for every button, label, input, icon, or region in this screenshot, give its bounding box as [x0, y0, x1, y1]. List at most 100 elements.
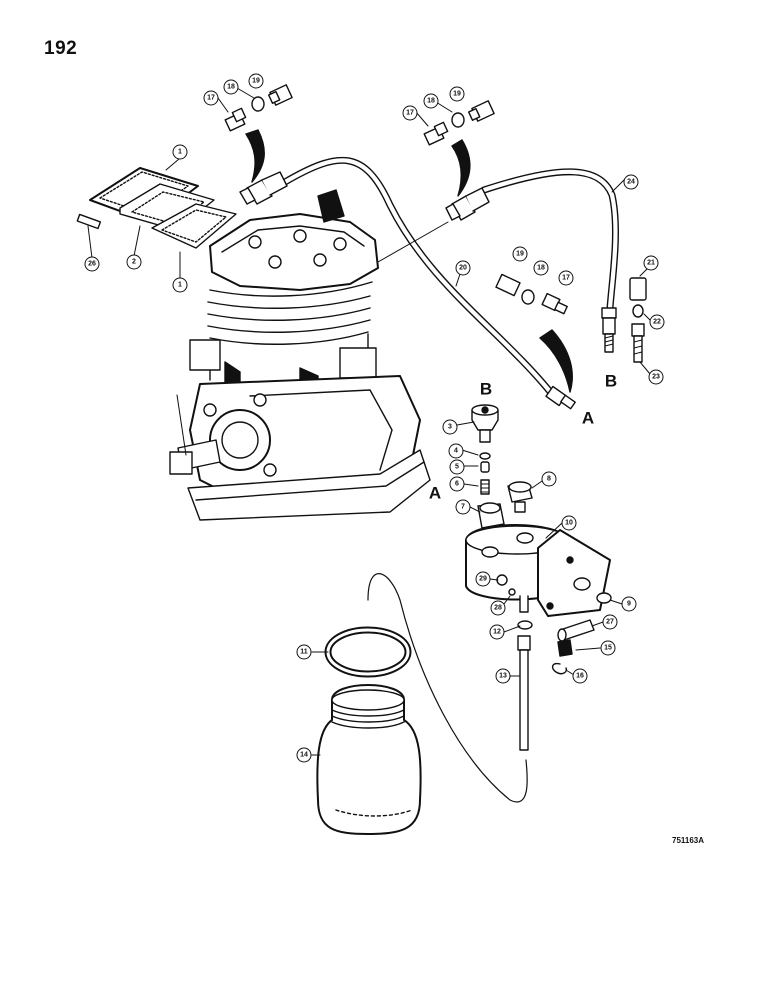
- leader-lines: [87, 87, 651, 756]
- callout-18: 18: [533, 260, 549, 276]
- plug-8: [507, 481, 533, 513]
- callout-28: 28: [490, 600, 506, 616]
- callout-26: 26: [84, 256, 100, 272]
- callout-4: 4: [448, 443, 464, 459]
- arrow-mark: [539, 329, 573, 393]
- callout-17: 17: [203, 90, 219, 106]
- letter-a-tube: A: [582, 409, 594, 428]
- head-cover-assembly: [76, 167, 237, 249]
- callout-21: 21: [643, 255, 659, 271]
- callouts: 1 1 2 26 17 18 19 17 18 19 24 20 19 18 1…: [84, 73, 665, 763]
- callout-27: 27: [602, 614, 618, 630]
- svg-text:19: 19: [252, 78, 260, 85]
- arrow-mark: [451, 139, 471, 197]
- callout-13: 13: [495, 668, 511, 684]
- phantom-line: [367, 573, 528, 803]
- gasket-9: [596, 592, 612, 604]
- nut-15: [557, 639, 573, 657]
- callout-20: 20: [455, 260, 471, 276]
- letter-b-governor: B: [480, 380, 492, 399]
- callout-14: 14: [296, 747, 312, 763]
- svg-text:17: 17: [562, 275, 570, 282]
- callout-1: 1: [172, 144, 188, 160]
- fitting-a-end: [545, 385, 576, 410]
- svg-text:5: 5: [455, 464, 459, 471]
- svg-text:4: 4: [454, 448, 458, 455]
- svg-text:13: 13: [499, 673, 507, 680]
- svg-text:18: 18: [427, 98, 435, 105]
- tube-fitting-left: [239, 171, 288, 205]
- svg-text:27: 27: [606, 619, 614, 626]
- svg-text:18: 18: [537, 265, 545, 272]
- svg-text:6: 6: [455, 481, 459, 488]
- callout-3: 3: [442, 419, 458, 435]
- callout-29: 29: [475, 571, 491, 587]
- callout-6: 6: [449, 476, 465, 492]
- callout-1: 1: [172, 277, 188, 293]
- callout-11: 11: [296, 644, 312, 660]
- governor-parts: [471, 404, 499, 495]
- callout-5: 5: [449, 459, 465, 475]
- fitting-set-right: [423, 100, 495, 146]
- callout-2: 2: [126, 254, 142, 270]
- svg-text:19: 19: [516, 251, 524, 258]
- washer-12: [517, 620, 533, 630]
- air-line-tube-20: [281, 156, 556, 398]
- svg-text:12: 12: [493, 629, 501, 636]
- svg-text:22: 22: [653, 319, 661, 326]
- callout-8: 8: [541, 471, 557, 487]
- letter-a-fitting: A: [429, 484, 441, 503]
- callout-19: 19: [248, 73, 264, 89]
- svg-text:2: 2: [132, 259, 136, 266]
- callout-19: 19: [449, 86, 465, 102]
- svg-text:19: 19: [453, 91, 461, 98]
- callout-10: 10: [561, 515, 577, 531]
- svg-text:24: 24: [627, 179, 635, 186]
- jar-14: [316, 684, 422, 835]
- svg-text:11: 11: [300, 649, 308, 656]
- callout-18: 18: [423, 93, 439, 109]
- drain-tube-13: [517, 635, 531, 751]
- svg-text:1: 1: [178, 282, 182, 289]
- fitting-21-22-23: [629, 277, 647, 363]
- arrow-mark: [245, 129, 265, 183]
- svg-text:1: 1: [178, 149, 182, 156]
- letter-b-tube: B: [605, 372, 617, 391]
- air-line-tube-24: [480, 168, 619, 312]
- bolt-27: [557, 619, 595, 642]
- clip-16: [551, 662, 568, 675]
- svg-text:18: 18: [227, 84, 235, 91]
- svg-text:29: 29: [479, 576, 487, 583]
- svg-text:28: 28: [494, 605, 502, 612]
- callout-22: 22: [649, 314, 665, 330]
- fitting-b-end: [601, 307, 617, 353]
- svg-text:8: 8: [547, 476, 551, 483]
- gasket-11: [324, 626, 412, 678]
- svg-text:10: 10: [565, 520, 573, 527]
- callout-9: 9: [621, 596, 637, 612]
- callout-24: 24: [623, 174, 639, 190]
- callout-16: 16: [572, 668, 588, 684]
- svg-text:17: 17: [406, 110, 414, 117]
- leader-line: [377, 221, 449, 263]
- fitting-set-middle: [495, 273, 568, 315]
- connection-letters: B A B A: [429, 372, 617, 503]
- callout-18: 18: [223, 79, 239, 95]
- callout-17: 17: [558, 270, 574, 286]
- callout-12: 12: [489, 624, 505, 640]
- callout-15: 15: [600, 640, 616, 656]
- page-number: 192: [44, 38, 78, 59]
- svg-text:16: 16: [576, 673, 584, 680]
- tube-fitting-upper: [445, 187, 490, 221]
- svg-text:21: 21: [647, 260, 655, 267]
- svg-text:14: 14: [300, 752, 308, 759]
- callout-19: 19: [512, 246, 528, 262]
- svg-text:15: 15: [604, 645, 612, 652]
- svg-text:17: 17: [207, 95, 215, 102]
- svg-text:9: 9: [627, 601, 631, 608]
- reservoir-body-10: [465, 524, 611, 617]
- callout-23: 23: [648, 369, 664, 385]
- callout-17: 17: [402, 105, 418, 121]
